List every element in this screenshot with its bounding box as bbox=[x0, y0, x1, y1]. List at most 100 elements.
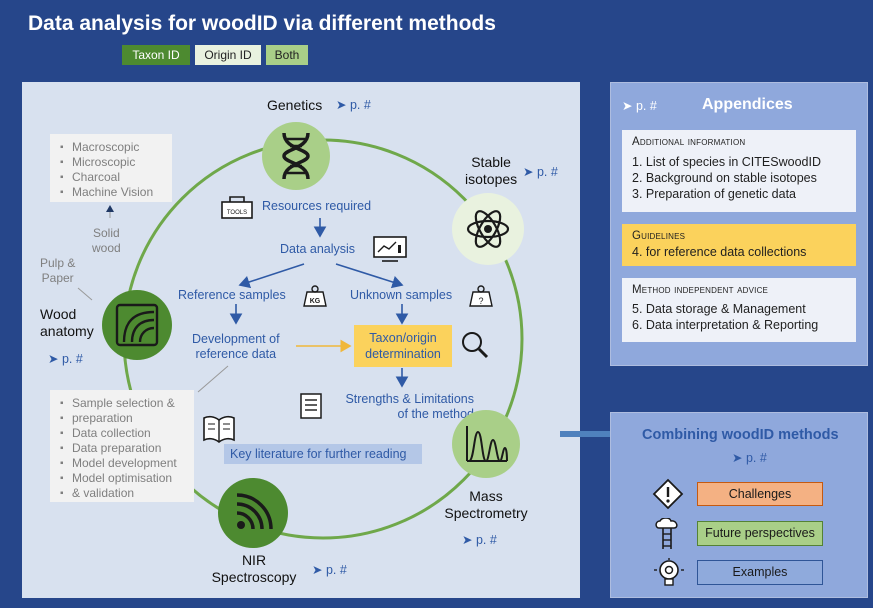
dna-icon bbox=[282, 132, 310, 180]
weight-icon: KG bbox=[303, 285, 327, 307]
wood-anatomy-label: Wood anatomy bbox=[40, 306, 94, 340]
development-line2: reference data bbox=[195, 347, 277, 361]
challenges-box[interactable]: Challenges bbox=[697, 482, 823, 506]
wood-page-text: p. # bbox=[61, 352, 83, 366]
appendix-item-3[interactable]: 3. Preparation of genetic data bbox=[632, 187, 797, 201]
wood-input-item: Machine Vision bbox=[50, 185, 172, 200]
advice-heading: Method independent advice bbox=[632, 284, 769, 296]
analysis-steps-box: Sample selection & preparation Data coll… bbox=[50, 390, 194, 502]
appendix-item-6[interactable]: 6. Data interpretation & Reporting bbox=[632, 318, 819, 332]
strengths-line1: Strengths & Limitations bbox=[345, 392, 474, 406]
line-steps bbox=[197, 365, 229, 393]
mass-label-line1: Mass bbox=[469, 488, 503, 504]
book-icon bbox=[203, 415, 235, 444]
taxon-line2: determination bbox=[365, 347, 441, 361]
pulp-paper-line1: Pulp & bbox=[40, 256, 76, 270]
combining-page-text: p. # bbox=[745, 451, 767, 465]
step-item: Model development bbox=[50, 456, 194, 471]
unknown-samples: Unknown samples bbox=[350, 288, 453, 302]
toolbox-icon: TOOLS bbox=[221, 196, 253, 219]
resources-required: Resources required bbox=[262, 199, 372, 213]
mass-page-text: p. # bbox=[475, 533, 497, 547]
step-item-cont: preparation bbox=[50, 411, 194, 426]
nir-circle bbox=[218, 478, 288, 548]
spectrum-peaks-icon bbox=[466, 426, 508, 463]
unknown-weight-label: ? bbox=[478, 296, 483, 306]
warning-icon bbox=[652, 478, 684, 510]
lightbulb-gear-icon bbox=[654, 558, 684, 586]
appendices-page-text: p. # bbox=[635, 99, 657, 113]
wood-inputs-box: Macroscopic Microscopic Charcoal Machine… bbox=[50, 134, 172, 202]
isotopes-label-line1: Stable bbox=[471, 154, 511, 170]
appendix-item-4[interactable]: 4. for reference data collections bbox=[632, 245, 807, 259]
wood-page-ref[interactable]: ➤ p. # bbox=[48, 352, 83, 366]
combining-title: Combining woodID methods bbox=[642, 427, 839, 443]
development-line1: Development of bbox=[192, 332, 280, 346]
step-item: Model optimisation bbox=[50, 471, 194, 486]
nir-page-ref[interactable]: ➤ p. # bbox=[312, 563, 347, 577]
step-item: Data preparation bbox=[50, 441, 194, 456]
step-item-cont-text: & validation bbox=[72, 486, 135, 500]
guidelines-box: Guidelines 4. for reference data collect… bbox=[622, 224, 856, 266]
nir-label-line2: Spectroscopy bbox=[211, 569, 297, 585]
isotopes-circle bbox=[452, 193, 524, 265]
solid-wood-line2: wood bbox=[92, 241, 121, 255]
examples-box[interactable]: Examples bbox=[697, 560, 823, 585]
key-literature: Key literature for further reading bbox=[224, 444, 422, 464]
nir-page-text: p. # bbox=[325, 563, 347, 577]
appendices-page-ref[interactable]: ➤ p. # bbox=[622, 99, 657, 113]
page-title: Data analysis for woodID via different m… bbox=[28, 12, 496, 35]
additional-heading: Additional information bbox=[632, 136, 746, 148]
genetics-page-ref[interactable]: ➤ p. # bbox=[336, 98, 371, 112]
future-perspectives-box[interactable]: Future perspectives bbox=[697, 521, 823, 546]
genetics-label: Genetics bbox=[267, 97, 323, 113]
solid-wood-line1: Solid bbox=[93, 226, 120, 240]
nir-label: NIR Spectroscopy bbox=[196, 552, 312, 586]
data-analysis: Data analysis bbox=[280, 242, 356, 256]
arrow-to-reference bbox=[238, 263, 305, 289]
appendix-item-2[interactable]: 2. Background on stable isotopes bbox=[632, 171, 817, 185]
pulp-paper-label: Pulp & Paper bbox=[40, 256, 75, 286]
mass-label-line2: Spectrometry bbox=[444, 505, 528, 521]
strengths-line2: of the method bbox=[397, 407, 474, 421]
arrow-to-unknown bbox=[335, 263, 404, 289]
legend-origin-id: Origin ID bbox=[195, 45, 261, 65]
mass-spectrometry-label: Mass Spectrometry bbox=[432, 488, 540, 522]
additional-information-box: Additional information 1. List of specie… bbox=[622, 130, 856, 212]
nir-label-line1: NIR bbox=[241, 552, 267, 568]
appendices-title: Appendices bbox=[702, 96, 793, 113]
atom-icon bbox=[466, 210, 510, 248]
isotopes-page-ref[interactable]: ➤ p. # bbox=[523, 165, 558, 179]
line-pulp-paper bbox=[77, 287, 93, 301]
step-item-cont: & validation bbox=[50, 486, 194, 501]
legend-both: Both bbox=[266, 45, 308, 65]
step-item: Data collection bbox=[50, 426, 194, 441]
taxon-line1: Taxon/origin bbox=[369, 331, 437, 345]
wood-anatomy-circle bbox=[102, 290, 172, 360]
legend-taxon-id: Taxon ID bbox=[122, 45, 190, 65]
genetics-circle bbox=[262, 122, 330, 190]
step-item: Sample selection & bbox=[50, 396, 194, 411]
reference-samples: Reference samples bbox=[178, 288, 286, 302]
isotopes-page-text: p. # bbox=[536, 165, 558, 179]
magnifier-icon bbox=[462, 332, 489, 359]
appendix-item-1[interactable]: 1. List of species in CITESwoodID bbox=[632, 155, 821, 169]
combining-page-ref[interactable]: ➤ p. # bbox=[732, 451, 767, 465]
toolbox-label: TOOLS bbox=[227, 210, 247, 216]
appendix-item-5[interactable]: 5. Data storage & Management bbox=[632, 302, 806, 316]
guidelines-heading: Guidelines bbox=[632, 230, 686, 242]
isotopes-label-line2: isotopes bbox=[465, 171, 518, 187]
solid-wood-label: Solid wood bbox=[92, 226, 121, 256]
dashboard-icon bbox=[373, 236, 407, 262]
isotopes-label: Stable isotopes bbox=[465, 154, 517, 188]
genetics-page-text: p. # bbox=[349, 98, 371, 112]
unknown-weight-icon: ? bbox=[469, 285, 493, 307]
mass-spectrometry-circle bbox=[452, 410, 520, 478]
checklist-icon bbox=[300, 393, 322, 419]
mass-page-ref[interactable]: ➤ p. # bbox=[462, 533, 497, 547]
step-item-cont-text: preparation bbox=[72, 411, 133, 425]
method-advice-box: Method independent advice 5. Data storag… bbox=[622, 278, 856, 342]
wood-input-item: Charcoal bbox=[50, 170, 172, 185]
pulp-paper-line2: Paper bbox=[41, 271, 74, 285]
wood-rings-icon bbox=[115, 303, 159, 347]
